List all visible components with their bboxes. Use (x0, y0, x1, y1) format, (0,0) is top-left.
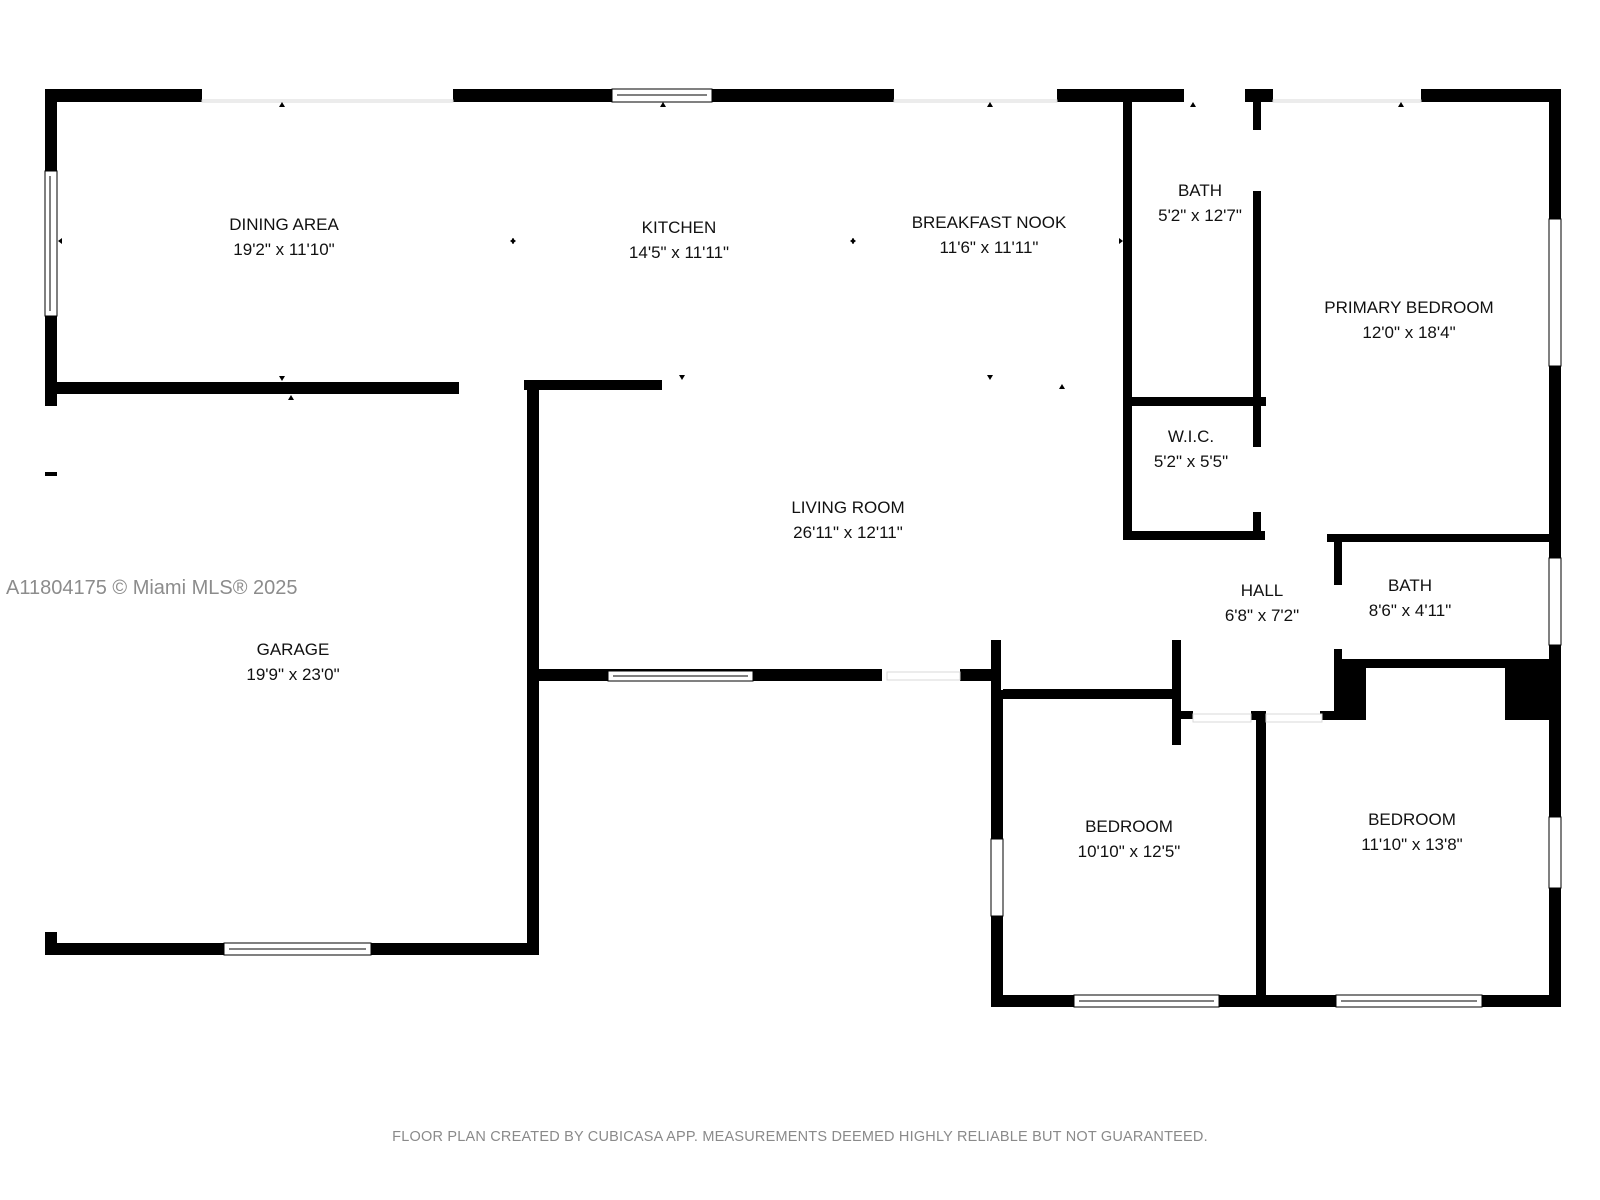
room-label-living-room: LIVING ROOM 26'11" x 12'11" (791, 495, 904, 545)
room-label-garage: GARAGE 19'9" x 23'0" (246, 637, 339, 687)
exterior-walls (45, 89, 1561, 1007)
room-dimensions: 6'8" x 7'2" (1224, 606, 1300, 625)
room-name: HALL (1240, 581, 1284, 600)
room-label-hall: HALL 6'8" x 7'2" (1225, 578, 1299, 628)
mls-watermark: A11804175 © Miami MLS® 2025 (6, 577, 298, 599)
room-name: GARAGE (256, 640, 330, 659)
room-dimensions: 26'11" x 12'11" (793, 523, 903, 542)
room-name: BEDROOM (1085, 817, 1173, 836)
room-name: BREAKFAST NOOK (911, 213, 1067, 232)
door-openings (201, 99, 1422, 723)
room-dimensions: 11'6" x 11'11" (939, 238, 1039, 257)
room-dimensions: 19'2" x 11'10" (233, 240, 335, 259)
room-dimensions: 14'5" x 11'11" (628, 243, 730, 262)
room-dimensions: 10'10" x 12'5" (1077, 842, 1181, 861)
dimension-markers (58, 102, 1404, 400)
room-label-dining-area: DINING AREA 19'2" x 11'10" (229, 212, 339, 262)
room-dimensions: 5'2" x 12'7" (1158, 206, 1242, 225)
room-label-bath-primary: BATH 5'2" x 12'7" (1158, 178, 1242, 228)
room-name: BATH (1177, 181, 1223, 200)
disclaimer-footer: FLOOR PLAN CREATED BY CUBICASA APP. MEAS… (392, 1129, 1208, 1145)
room-name: LIVING ROOM (791, 498, 905, 517)
room-label-bedroom-2: BEDROOM 10'10" x 12'5" (1078, 814, 1181, 864)
room-dimensions: 19'9" x 23'0" (246, 665, 340, 684)
room-name: W.I.C. (1167, 427, 1215, 446)
room-dimensions: 8'6" x 4'11" (1368, 601, 1452, 620)
room-name: BEDROOM (1368, 810, 1456, 829)
room-name: PRIMARY BEDROOM (1324, 298, 1494, 317)
room-name: DINING AREA (229, 215, 339, 234)
room-name: BATH (1387, 576, 1433, 595)
room-label-bath-hall: BATH 8'6" x 4'11" (1369, 573, 1452, 623)
room-name: KITCHEN (641, 218, 717, 237)
room-label-wic: W.I.C. 5'2" x 5'5" (1154, 424, 1228, 474)
room-label-breakfast-nook: BREAKFAST NOOK 11'6" x 11'11" (912, 210, 1067, 260)
room-label-primary-bedroom: PRIMARY BEDROOM 12'0" x 18'4" (1324, 295, 1493, 345)
windows (44, 88, 1562, 1008)
room-label-kitchen: KITCHEN 14'5" x 11'11" (629, 215, 729, 265)
room-dimensions: 5'2" x 5'5" (1153, 452, 1229, 471)
room-dimensions: 12'0" x 18'4" (1362, 323, 1456, 342)
room-dimensions: 11'10" x 13'8" (1361, 835, 1463, 854)
room-label-bedroom-3: BEDROOM 11'10" x 13'8" (1361, 807, 1462, 857)
